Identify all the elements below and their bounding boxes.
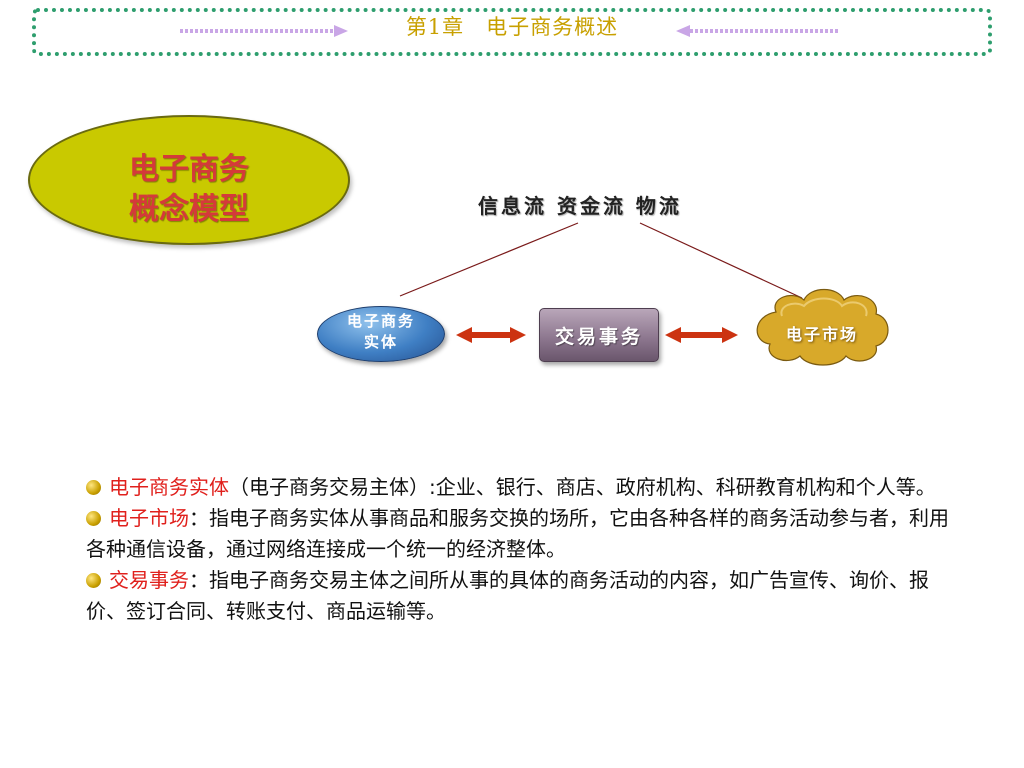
definition-transaction: ：指电子商务交易主体之间所从事的具体的商务活动的内容，如广告宣传、询价、报价、签… [86, 568, 929, 623]
term-entity: 电子商务实体 [109, 475, 229, 499]
model-title: 电子商务 概念模型 [28, 150, 350, 230]
entity-label-line1: 电子商务 [346, 312, 415, 330]
bullet-icon [86, 573, 101, 588]
market-label: 电子市场 [785, 325, 858, 344]
flows-label: 信息流 资金流 物流 [478, 194, 682, 218]
double-arrow-left-icon [456, 327, 526, 343]
bullet-icon [86, 511, 101, 526]
header-right-arrow-icon [676, 25, 838, 37]
slide-title: 第1章 电子商务概述 [405, 15, 619, 39]
definition-entity: （电子商务交易主体）:企业、银行、商店、政府机构、科研教育机构和个人等。 [229, 475, 936, 499]
model-title-line1: 电子商务 [129, 152, 249, 187]
entity-label: 电子商务 实体 [317, 311, 445, 353]
term-market: 电子市场 [109, 506, 189, 530]
term-transaction: 交易事务 [109, 568, 189, 592]
connector-line-left [399, 222, 579, 297]
double-arrow-right-icon [665, 327, 738, 343]
cloud-shape-icon [756, 288, 889, 366]
connector-line-right [639, 222, 803, 299]
bullet-icon [86, 480, 101, 495]
transaction-box [539, 308, 659, 362]
definition-market: ：指电子商务实体从事商品和服务交换的场所，它由各种各样的商务活动参与者，利用各种… [86, 506, 949, 561]
transaction-label: 交易事务 [554, 326, 643, 348]
header-left-arrow-icon [180, 25, 348, 37]
header-frame [32, 8, 992, 56]
model-title-line2: 概念模型 [129, 192, 249, 227]
entity-oval [317, 306, 445, 362]
model-title-ellipse [28, 115, 350, 245]
definitions-text: 电子商务实体（电子商务交易主体）:企业、银行、商店、政府机构、科研教育机构和个人… [86, 472, 966, 627]
entity-label-line2: 实体 [363, 333, 398, 351]
